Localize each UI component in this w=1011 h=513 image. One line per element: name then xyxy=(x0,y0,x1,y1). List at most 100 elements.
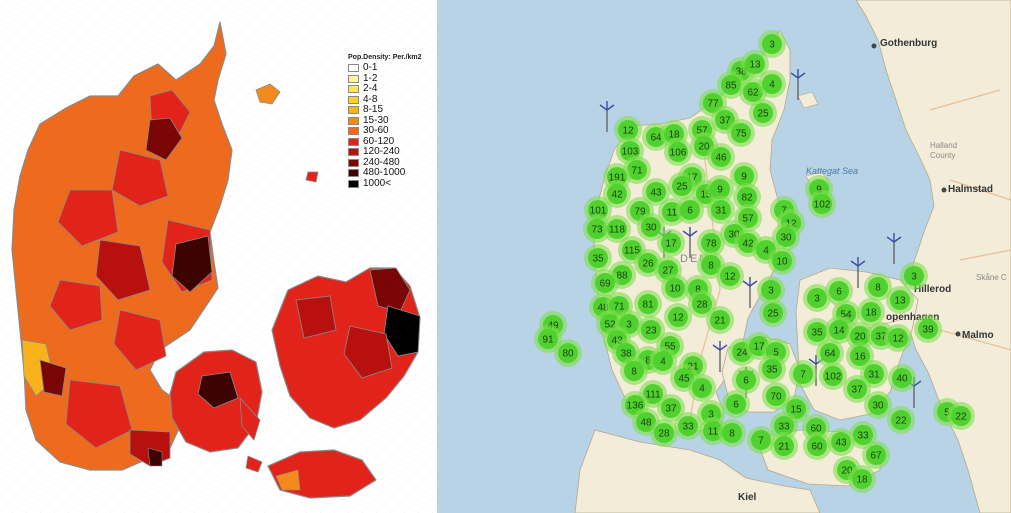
cluster-count: 15 xyxy=(790,405,802,416)
cluster-marker[interactable]: 3 xyxy=(803,284,831,312)
cluster-marker[interactable]: 33 xyxy=(674,412,702,440)
cluster-marker[interactable]: 43 xyxy=(827,428,855,456)
cluster-marker[interactable]: 23 xyxy=(637,316,665,344)
cluster-marker[interactable]: 30 xyxy=(772,223,800,251)
cluster-marker[interactable]: 4 xyxy=(758,70,786,98)
cluster-marker[interactable]: 78 xyxy=(697,229,725,257)
cluster-marker[interactable]: 85 xyxy=(717,71,745,99)
cluster-marker[interactable]: 3 xyxy=(900,262,928,290)
cluster-marker[interactable]: 8 xyxy=(718,419,746,447)
cluster-dot xyxy=(661,398,681,418)
cluster-count: 17 xyxy=(753,342,765,353)
cluster-marker[interactable]: 14 xyxy=(825,316,853,344)
cluster-marker[interactable]: 12 xyxy=(664,303,692,331)
cluster-marker[interactable]: 35 xyxy=(584,244,612,272)
cluster-marker[interactable]: 28 xyxy=(650,419,678,447)
cluster-marker[interactable]: 10 xyxy=(768,247,796,275)
cluster-marker[interactable]: 28 xyxy=(688,290,716,318)
cluster-marker[interactable]: 6 xyxy=(825,277,853,305)
cluster-marker[interactable]: 80 xyxy=(554,339,582,367)
cluster-marker[interactable]: 33 xyxy=(849,421,877,449)
cluster-marker[interactable]: 30 xyxy=(637,213,665,241)
cluster-marker[interactable]: 6 xyxy=(676,196,704,224)
cluster-marker[interactable]: 9 xyxy=(730,162,758,190)
cluster-marker[interactable]: 40 xyxy=(888,364,916,392)
cluster-marker[interactable]: 8 xyxy=(620,357,648,385)
cluster-marker[interactable]: 13 xyxy=(886,286,914,314)
cluster-marker[interactable]: 12 xyxy=(884,324,912,352)
cluster-marker[interactable]: 37 xyxy=(657,394,685,422)
cluster-marker[interactable]: 7 xyxy=(747,426,775,454)
cluster-count: 102 xyxy=(825,372,842,383)
cluster-marker[interactable]: 73 xyxy=(583,215,611,243)
wind-turbine-icon[interactable] xyxy=(682,227,698,258)
cluster-marker[interactable]: 12 xyxy=(716,262,744,290)
cluster-marker[interactable]: 118 xyxy=(603,215,631,243)
cluster-marker[interactable]: 42 xyxy=(603,180,631,208)
cluster-marker[interactable]: 22 xyxy=(947,402,975,430)
cluster-marker[interactable]: 82 xyxy=(733,183,761,211)
cluster-marker[interactable]: 21 xyxy=(770,432,798,460)
cluster-marker[interactable]: 25 xyxy=(668,172,696,200)
cluster-marker[interactable]: 18 xyxy=(857,298,885,326)
cluster-marker[interactable]: 46 xyxy=(707,143,735,171)
cluster-marker[interactable]: 102 xyxy=(819,362,847,390)
cluster-marker[interactable]: 10 xyxy=(661,274,689,302)
cluster-marker[interactable]: 43 xyxy=(642,178,670,206)
cluster-marker[interactable]: 22 xyxy=(887,406,915,434)
cluster-count: 10 xyxy=(669,284,681,295)
cluster-marker[interactable]: 25 xyxy=(759,299,787,327)
cluster-count: 64 xyxy=(650,133,662,144)
cluster-marker[interactable]: 6 xyxy=(732,366,760,394)
cluster-marker[interactable]: 6 xyxy=(722,390,750,418)
cluster-marker[interactable]: 81 xyxy=(634,290,662,318)
cluster-marker[interactable]: 4 xyxy=(688,374,716,402)
malmo-label: Malmo xyxy=(962,330,994,341)
cluster-marker[interactable]: 39 xyxy=(914,315,942,343)
turbine-cluster-map[interactable]: Gothenburg Halland County Halmstad Katte… xyxy=(437,0,1011,513)
cluster-marker[interactable]: 9 xyxy=(706,175,734,203)
cluster-marker[interactable]: 20 xyxy=(846,322,874,350)
wind-turbine-icon[interactable] xyxy=(886,233,902,264)
cluster-marker[interactable]: 31 xyxy=(707,196,735,224)
wind-turbine-icon[interactable] xyxy=(712,341,728,372)
cluster-marker[interactable]: 8 xyxy=(864,273,892,301)
wind-turbine-icon[interactable] xyxy=(790,69,806,100)
cluster-marker[interactable]: 106 xyxy=(664,138,692,166)
cluster-marker[interactable]: 13 xyxy=(741,50,769,78)
legend-swatch xyxy=(348,179,359,188)
cluster-marker[interactable]: 33 xyxy=(770,412,798,440)
cluster-marker[interactable]: 17 xyxy=(657,229,685,257)
cluster-marker[interactable]: 57 xyxy=(734,204,762,232)
cluster-dot xyxy=(850,346,870,366)
cluster-marker[interactable]: 102 xyxy=(808,190,836,218)
cluster-marker[interactable]: 35 xyxy=(803,318,831,346)
wind-turbine-icon[interactable] xyxy=(850,257,866,288)
cluster-marker[interactable]: 35 xyxy=(758,355,786,383)
wind-turbine-icon[interactable] xyxy=(599,101,615,132)
cluster-count: 106 xyxy=(670,148,687,159)
cluster-count: 10 xyxy=(776,257,788,268)
cluster-marker[interactable]: 67 xyxy=(862,441,890,469)
cluster-marker[interactable]: 21 xyxy=(706,306,734,334)
cluster-marker[interactable]: 37 xyxy=(843,375,871,403)
cluster-count: 60 xyxy=(811,442,823,453)
cluster-marker[interactable]: 12 xyxy=(614,116,642,144)
cluster-marker[interactable]: 91 xyxy=(534,325,562,353)
cluster-marker[interactable]: 3 xyxy=(757,276,785,304)
cluster-count: 79 xyxy=(634,207,646,218)
cluster-marker[interactable]: 60 xyxy=(803,432,831,460)
cluster-marker[interactable]: 7 xyxy=(789,360,817,388)
cluster-marker[interactable]: 75 xyxy=(727,119,755,147)
cluster-marker[interactable]: 30 xyxy=(864,391,892,419)
cluster-marker[interactable]: 70 xyxy=(762,382,790,410)
cluster-marker[interactable]: 18 xyxy=(848,465,876,493)
cluster-marker[interactable]: 64 xyxy=(816,339,844,367)
cluster-marker[interactable]: 4 xyxy=(649,347,677,375)
cluster-marker[interactable]: 25 xyxy=(749,99,777,127)
cluster-dot xyxy=(774,416,794,436)
cluster-marker[interactable]: 69 xyxy=(591,269,619,297)
cluster-marker[interactable]: 3 xyxy=(758,30,786,58)
wind-turbine-icon[interactable] xyxy=(742,277,758,308)
cluster-marker[interactable]: 17 xyxy=(745,332,773,360)
